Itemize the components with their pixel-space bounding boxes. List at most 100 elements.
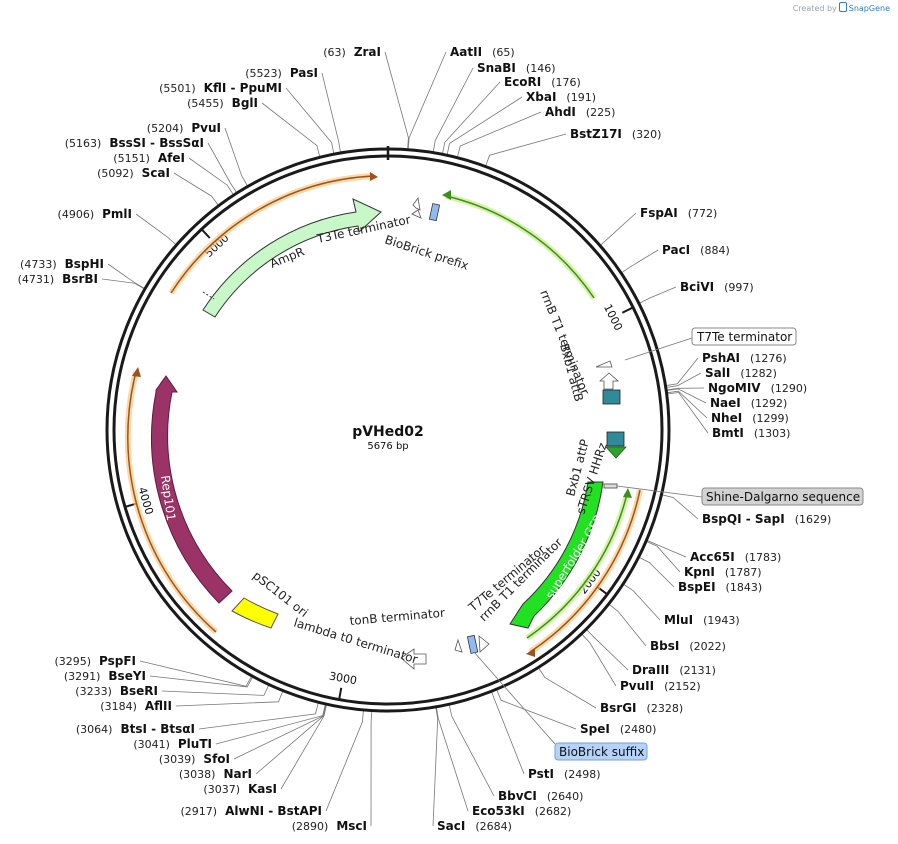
shine-dalgarno-feature[interactable]	[603, 483, 618, 489]
t7te-terminator-callout[interactable]: T7Te terminator	[624, 327, 797, 361]
restriction-site-label[interactable]: AhdI(225)	[545, 105, 615, 119]
restriction-site-label[interactable]: (3038)NarI	[179, 767, 252, 781]
restriction-site-label[interactable]: (2890)MscI	[292, 819, 367, 833]
site-name: Acc65I	[690, 550, 735, 564]
site-name: SalI	[705, 366, 730, 380]
restriction-site-label[interactable]: PacI(884)	[662, 243, 730, 257]
rep101-feature[interactable]	[151, 375, 233, 604]
site-position: (5092)	[97, 167, 134, 180]
site-leader-line	[442, 81, 501, 155]
superfolder-gfp-feature[interactable]	[509, 481, 604, 629]
site-leader-line	[384, 51, 409, 150]
restriction-site-label[interactable]: (3037)KasI	[203, 782, 277, 796]
restriction-site-label[interactable]: (4733)BspHI	[20, 257, 104, 271]
restriction-site-label[interactable]: (5455)BglI	[187, 96, 258, 110]
psc101-ori-feature[interactable]	[231, 597, 279, 629]
restriction-site-label[interactable]: (63)ZraI	[323, 45, 381, 59]
restriction-site-label[interactable]: PshAI(1276)	[702, 351, 787, 365]
restriction-site-label[interactable]: BsrGI(2328)	[600, 701, 683, 715]
site-name: BmtI	[712, 426, 744, 440]
restriction-site-label[interactable]: (5163)BssSI - BssSαI	[65, 136, 204, 150]
restriction-site-label[interactable]: BstZ17I(320)	[570, 127, 661, 141]
restriction-site-label[interactable]: (3291)BseYI	[64, 669, 146, 683]
restriction-site-label[interactable]: BbvCI(2640)	[498, 789, 583, 803]
restriction-site-label[interactable]: (4906)PmlI	[58, 207, 132, 221]
restriction-site-label[interactable]: PvuII(2152)	[620, 679, 701, 693]
restriction-site-label[interactable]: (2917)AlwNI - BstAPI	[181, 804, 322, 818]
restriction-site-label[interactable]: KpnI(1787)	[684, 565, 761, 579]
restriction-site-label[interactable]: (4731)BsrBI	[18, 272, 98, 286]
ampr-feature[interactable]	[202, 198, 382, 318]
restriction-site-label[interactable]: EcoRI(176)	[504, 75, 581, 89]
site-leader-line	[446, 96, 523, 156]
restriction-site-label[interactable]: (3041)PluTI	[133, 737, 212, 751]
restriction-site-label[interactable]: (5204)PvuI	[147, 121, 221, 135]
restriction-site-label[interactable]: (5523)PasI	[245, 66, 318, 80]
site-leader-line	[370, 710, 373, 827]
biobrick-prefix-feature[interactable]	[428, 203, 441, 222]
restriction-site-label[interactable]: SnaBI(146)	[477, 61, 556, 75]
site-position: (3038)	[179, 768, 216, 781]
restriction-site-label[interactable]: PstI(2498)	[528, 767, 601, 781]
restriction-site-label[interactable]: NaeI(1292)	[710, 396, 787, 410]
strsv-hhrz-feature[interactable]	[605, 446, 627, 459]
site-position: (1282)	[740, 367, 777, 380]
bxb1-attp-feature[interactable]	[606, 431, 625, 447]
site-name: BstZ17I	[570, 127, 622, 141]
biobrick-suffix-callout[interactable]: BioBrick suffix	[473, 651, 648, 761]
site-name: BseYI	[108, 669, 146, 683]
restriction-site-label[interactable]: Acc65I(1783)	[690, 550, 781, 564]
restriction-site-label[interactable]: MluI(1943)	[664, 613, 740, 627]
site-leader-line	[496, 689, 577, 730]
primer-arrow-left-icon	[132, 367, 141, 377]
t7te-terminator-lower-icon[interactable]	[454, 638, 463, 653]
restriction-site-label[interactable]: NgoMIV(1290)	[708, 381, 807, 395]
site-leader-line	[175, 690, 284, 707]
site-leader-line	[161, 684, 270, 696]
tonb-terminator-icon[interactable]	[400, 648, 427, 670]
restriction-site-label[interactable]: BbsI(2022)	[650, 639, 726, 653]
restriction-site-label[interactable]: (5501)KflI - PpuMI	[159, 81, 282, 95]
restriction-site-label[interactable]: BmtI(1303)	[712, 426, 790, 440]
site-leader-line	[173, 172, 220, 206]
restriction-site-label[interactable]: (3295)PspFI	[54, 654, 136, 668]
rrnb-terminator-top-icon[interactable]	[595, 360, 613, 368]
site-name: KpnI	[684, 565, 715, 579]
restriction-site-label[interactable]: BspEI(1843)	[678, 580, 762, 594]
primer-arc-left-line	[127, 371, 217, 633]
site-name: PmlI	[102, 207, 132, 221]
site-leader-line	[490, 691, 525, 775]
restriction-site-label[interactable]: SpeI(2480)	[580, 722, 656, 736]
shine-dalgarno-callout[interactable]: Shine-Dalgarno sequence	[616, 485, 864, 506]
restriction-site-label[interactable]: (3184)AflII	[100, 699, 172, 713]
site-position: (2131)	[679, 664, 716, 677]
restriction-site-label[interactable]: XbaI(191)	[526, 90, 596, 104]
restriction-site-label[interactable]: DraIII(2131)	[632, 663, 716, 677]
restriction-site-label[interactable]: SacI(2684)	[437, 819, 512, 833]
restriction-site-label[interactable]: (5092)ScaI	[97, 166, 170, 180]
tick-mark	[338, 687, 343, 700]
site-leader-line	[207, 142, 238, 194]
biobrick-suffix-feature[interactable]	[466, 634, 479, 654]
restriction-site-label[interactable]: AatII(65)	[450, 45, 515, 59]
site-name: KflI - PpuMI	[204, 81, 282, 95]
restriction-site-label[interactable]: FspAI(772)	[640, 206, 717, 220]
bxb1-attb-feature[interactable]	[602, 389, 621, 405]
restriction-site-label[interactable]: BspQI - SapI(1629)	[702, 512, 831, 526]
restriction-site-label[interactable]: NheI(1299)	[711, 411, 789, 425]
site-name: Eco53kI	[472, 804, 525, 818]
restriction-site-label[interactable]: (3064)BtsI - BtsαI	[76, 722, 195, 736]
rrnb-terminator-lower-icon[interactable]	[478, 635, 490, 653]
restriction-site-label[interactable]: BciVI(997)	[680, 280, 754, 294]
restriction-site-label[interactable]: Eco53kI(2682)	[472, 804, 571, 818]
restriction-site-label[interactable]: (3039)SfoI	[159, 752, 230, 766]
restriction-site-label[interactable]: (3233)BseRI	[75, 684, 158, 698]
site-position: (5523)	[245, 67, 282, 80]
site-name: SacI	[437, 819, 465, 833]
t3te-terminator-icon[interactable]	[412, 196, 421, 211]
site-position: (4733)	[20, 258, 57, 271]
restriction-site-label[interactable]: SalI (1282)	[705, 366, 777, 380]
t7te-terminator-top-icon[interactable]	[598, 372, 620, 390]
restriction-site-label[interactable]: (5151)AfeI	[113, 151, 185, 165]
